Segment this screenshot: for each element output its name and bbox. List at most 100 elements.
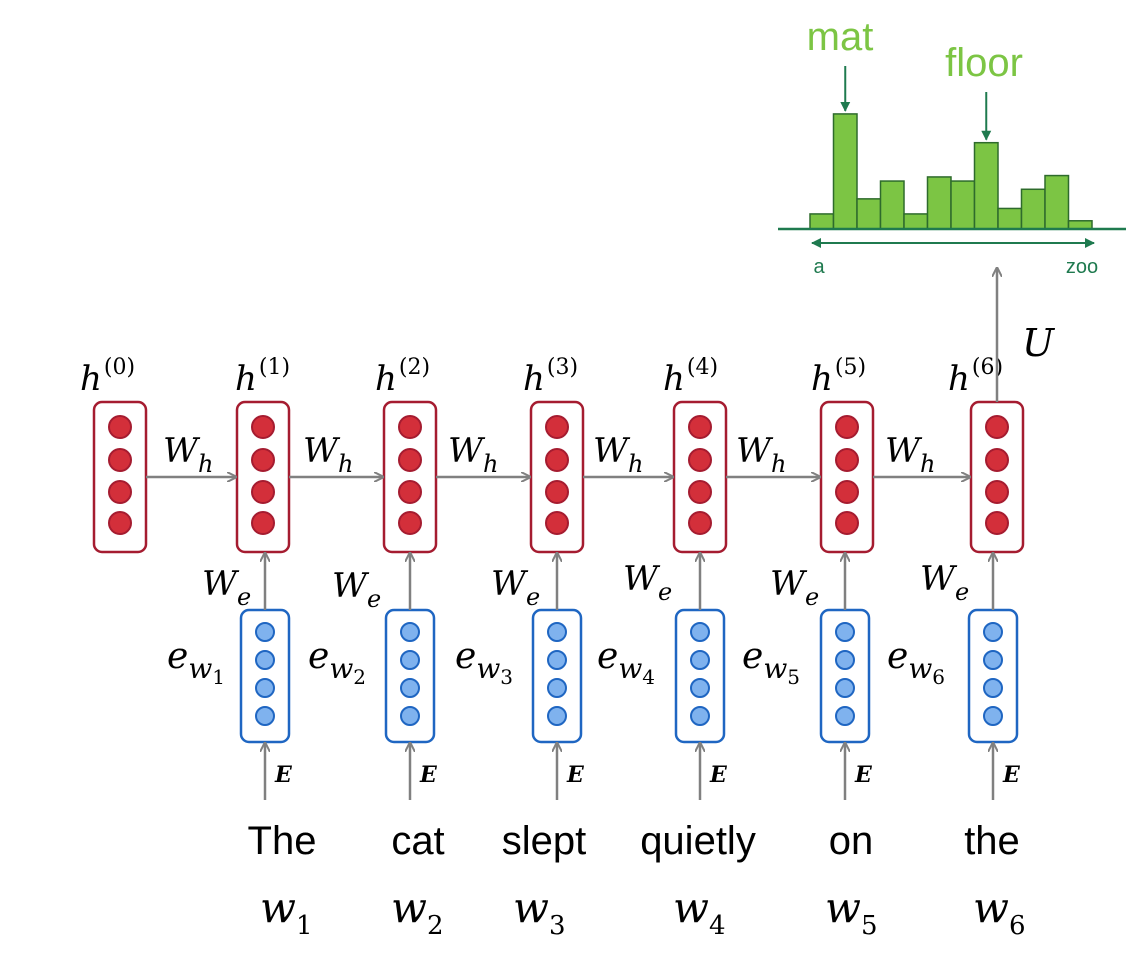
embedding-label: ew4 bbox=[597, 636, 655, 689]
embedding-unit bbox=[835, 706, 855, 726]
word-variable: w2 bbox=[391, 883, 444, 941]
distribution-bar bbox=[950, 180, 976, 230]
hidden-unit bbox=[108, 480, 132, 504]
hidden-unit bbox=[545, 448, 569, 472]
hidden-unit bbox=[985, 480, 1009, 504]
hidden-unit bbox=[251, 448, 275, 472]
embedding-unit bbox=[400, 650, 420, 670]
distribution-bar bbox=[973, 141, 999, 230]
embedding-unit bbox=[983, 706, 1003, 726]
embedding-unit bbox=[690, 622, 710, 642]
hidden-state-3: h(3) bbox=[523, 355, 585, 554]
hidden-unit bbox=[251, 480, 275, 504]
hidden-label: h(0) bbox=[80, 355, 135, 399]
hidden-label: h(3) bbox=[523, 355, 578, 399]
word-variable: w4 bbox=[673, 883, 726, 941]
embedding-unit bbox=[690, 678, 710, 698]
we-label: We bbox=[332, 566, 381, 613]
hidden-state-1: h(1) bbox=[235, 355, 291, 554]
embedding-unit bbox=[983, 622, 1003, 642]
hidden-unit bbox=[985, 448, 1009, 472]
hidden-state-6: h(6) bbox=[948, 355, 1025, 554]
distribution-bar bbox=[926, 176, 952, 230]
hidden-unit bbox=[108, 511, 132, 535]
word-variable: w6 bbox=[973, 883, 1026, 941]
embedding-unit bbox=[835, 622, 855, 642]
embedding-unit bbox=[983, 678, 1003, 698]
embedding-unit bbox=[400, 678, 420, 698]
we-label: We bbox=[623, 559, 672, 606]
e-matrix-label: E bbox=[274, 762, 293, 788]
input-word: the bbox=[964, 819, 1020, 863]
e-matrix-label: E bbox=[1002, 762, 1021, 788]
hidden-unit bbox=[545, 480, 569, 504]
input-word: cat bbox=[391, 819, 444, 863]
e-matrix-label: E bbox=[854, 762, 873, 788]
hidden-unit bbox=[398, 415, 422, 439]
embedding-unit bbox=[547, 678, 567, 698]
hidden-unit bbox=[688, 511, 712, 535]
distribution-bar bbox=[809, 213, 835, 230]
e-matrix-label: E bbox=[709, 762, 728, 788]
embedding-label: ew2 bbox=[308, 636, 366, 689]
u-label: U bbox=[1022, 321, 1056, 365]
embedding-label: ew5 bbox=[742, 636, 800, 689]
wh-label: Wh bbox=[885, 431, 935, 478]
distribution-bar bbox=[903, 213, 929, 230]
hidden-label: h(2) bbox=[375, 355, 430, 399]
embedding-unit bbox=[255, 678, 275, 698]
we-label: We bbox=[770, 564, 819, 611]
input-word: slept bbox=[502, 819, 587, 863]
hidden-label: h(5) bbox=[811, 355, 866, 399]
hidden-unit bbox=[835, 448, 859, 472]
distribution-bar bbox=[1044, 174, 1070, 230]
hidden-unit bbox=[545, 415, 569, 439]
distribution-bar bbox=[879, 180, 905, 230]
embedding-unit bbox=[547, 622, 567, 642]
distribution-bar bbox=[1020, 188, 1046, 230]
e-matrix-label: E bbox=[419, 762, 438, 788]
distribution-bar bbox=[997, 207, 1023, 230]
distribution-bar bbox=[856, 198, 882, 230]
hidden-unit bbox=[985, 511, 1009, 535]
word-variable: w1 bbox=[260, 883, 313, 941]
embedding-unit bbox=[835, 650, 855, 670]
e-matrix-label: E bbox=[566, 762, 585, 788]
wh-label: Wh bbox=[303, 431, 353, 478]
we-label: We bbox=[202, 564, 251, 611]
word-variable: w5 bbox=[825, 883, 878, 941]
hidden-state-2: h(2) bbox=[375, 355, 438, 554]
hidden-label: h(4) bbox=[663, 355, 718, 399]
we-label: We bbox=[491, 564, 540, 611]
embedding-unit bbox=[255, 706, 275, 726]
hidden-unit bbox=[545, 511, 569, 535]
embedding-unit bbox=[835, 678, 855, 698]
embedding-unit bbox=[400, 706, 420, 726]
hidden-unit bbox=[688, 448, 712, 472]
hidden-unit bbox=[398, 511, 422, 535]
input-word: on bbox=[829, 819, 874, 863]
embedding-label: ew3 bbox=[455, 636, 513, 689]
embedding-unit bbox=[983, 650, 1003, 670]
embedding-unit bbox=[255, 622, 275, 642]
word-variable: w3 bbox=[513, 883, 566, 941]
embedding-unit bbox=[690, 706, 710, 726]
embedding-unit bbox=[400, 622, 420, 642]
hidden-state-5: h(5) bbox=[811, 355, 875, 554]
input-word: The bbox=[248, 819, 317, 863]
wh-label: Wh bbox=[593, 431, 643, 478]
we-label: We bbox=[920, 559, 969, 606]
callout-mat: mat bbox=[807, 15, 874, 59]
hidden-state-4: h(4) bbox=[663, 355, 728, 554]
embedding-label: ew1 bbox=[167, 636, 225, 689]
